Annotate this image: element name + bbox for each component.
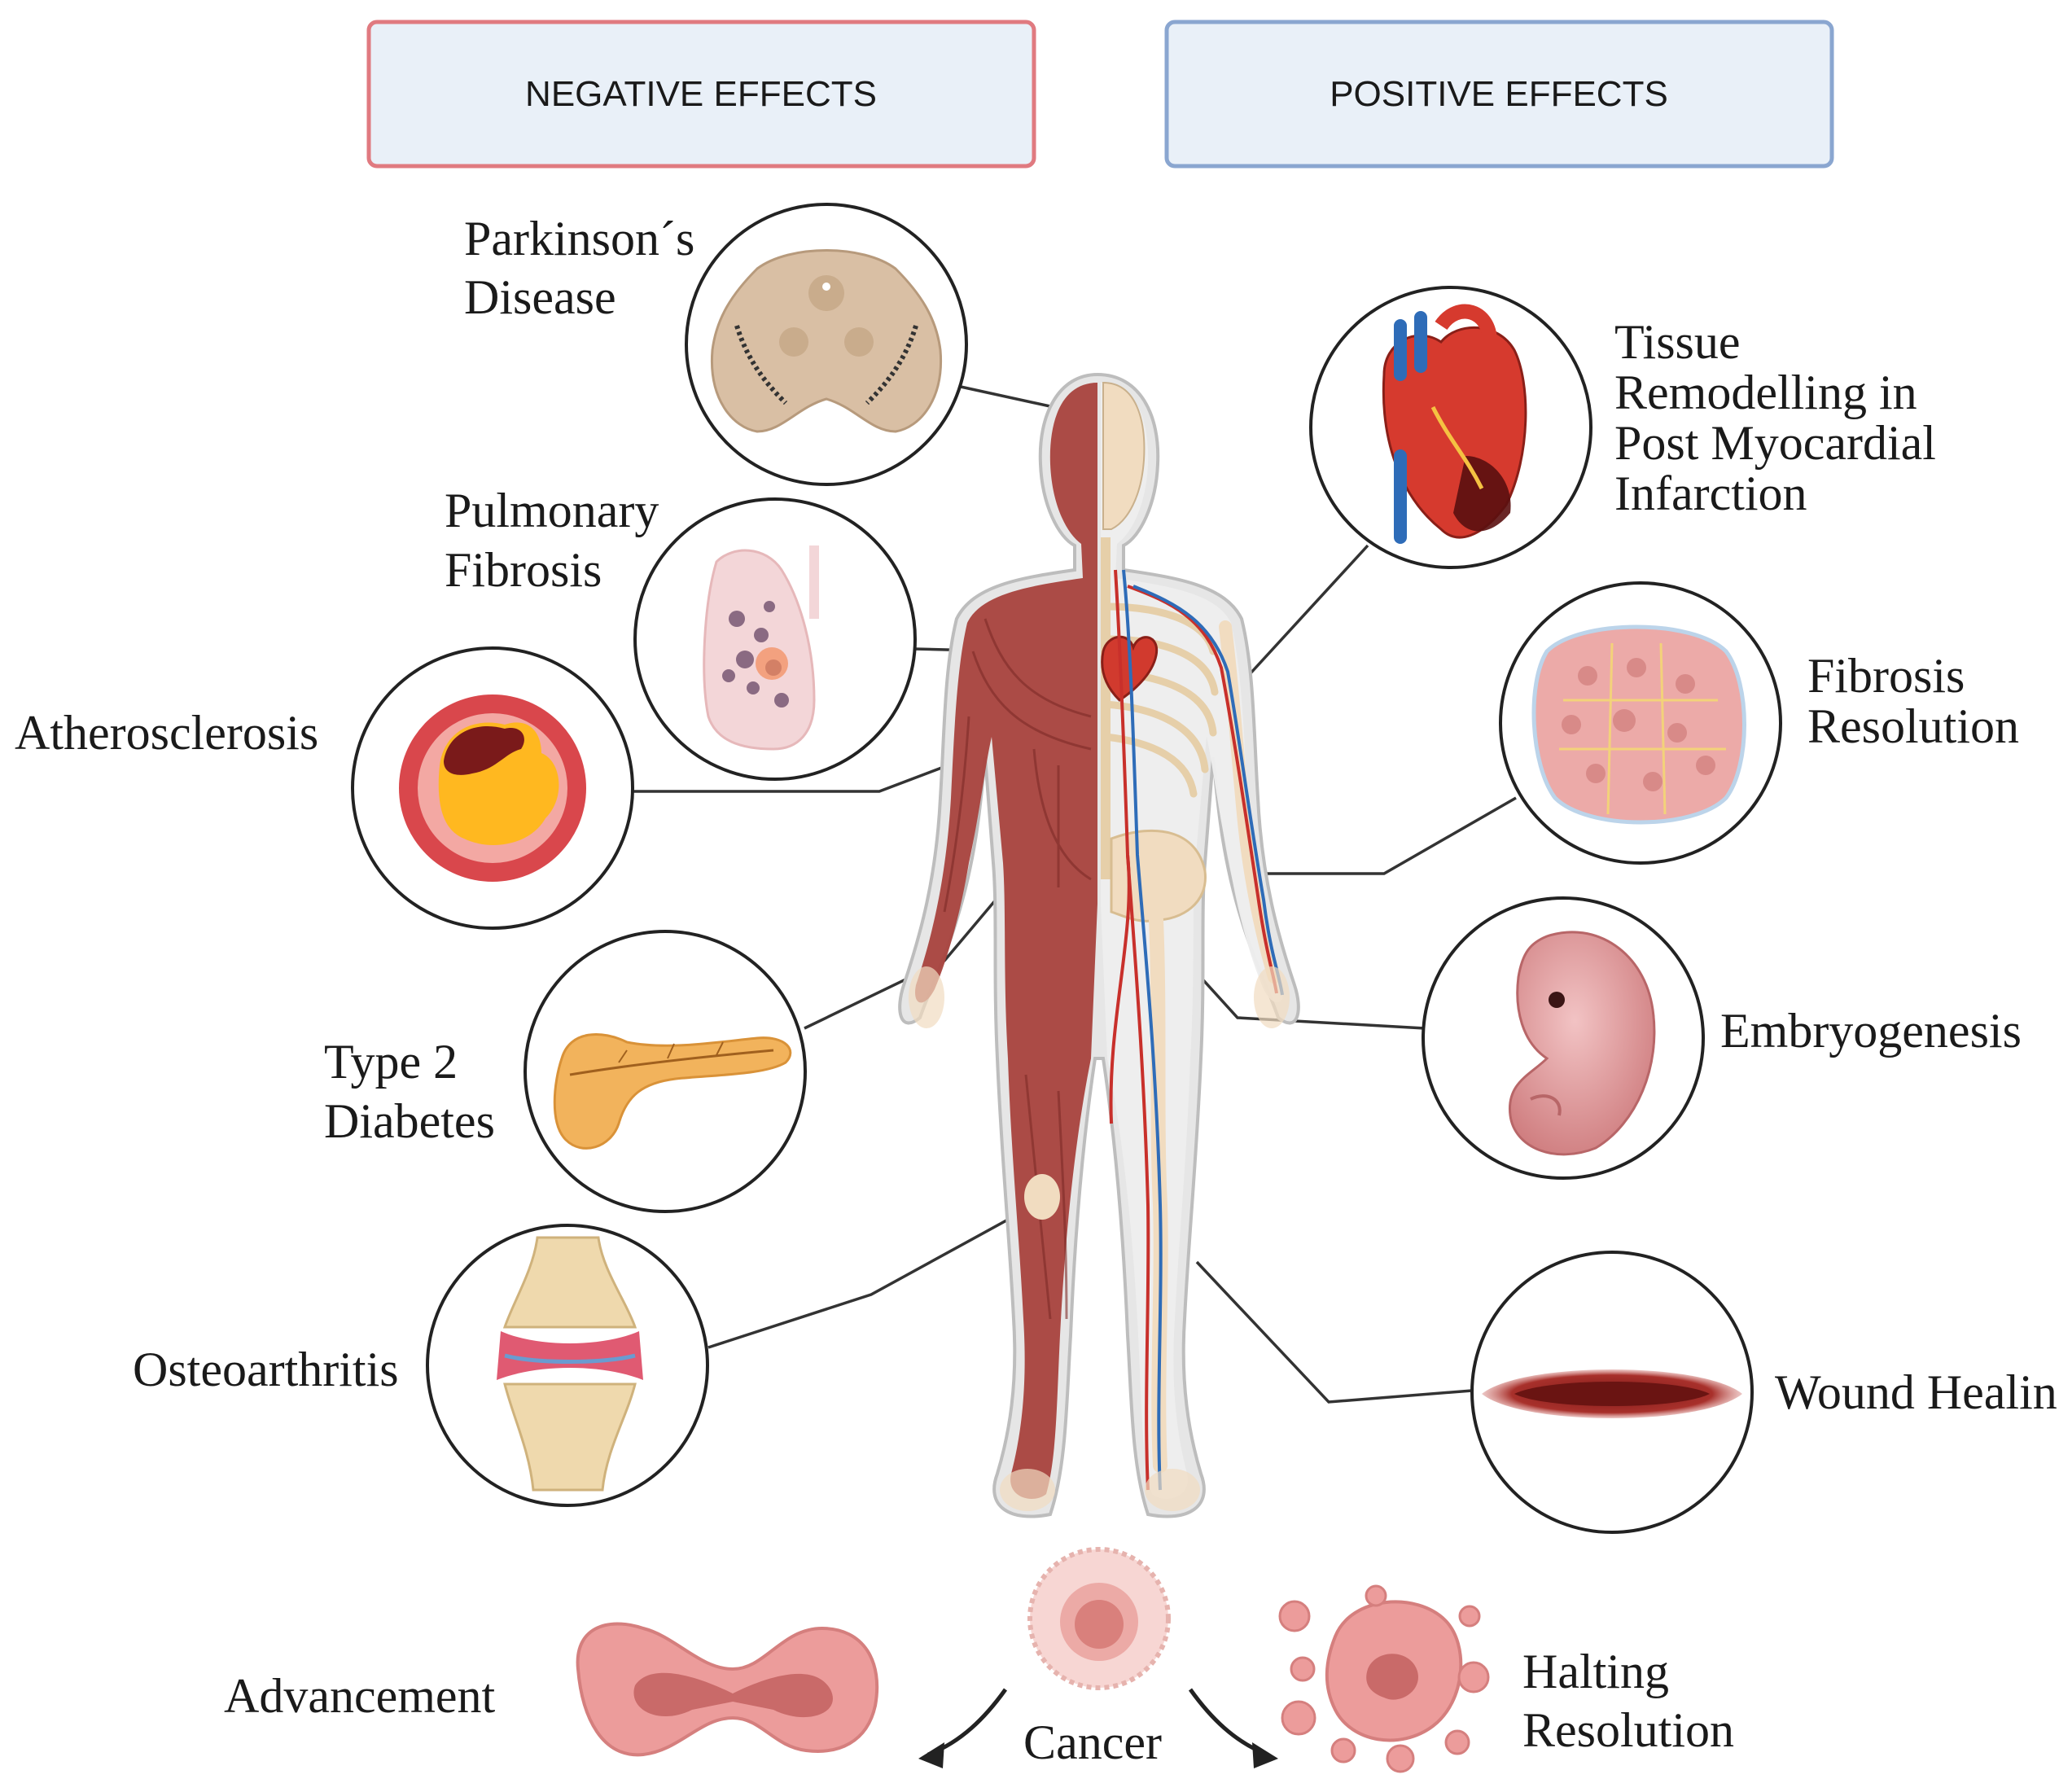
halting-label-line2: Resolution xyxy=(1522,1703,1734,1757)
wound-healing-label: Wound Healing xyxy=(1775,1365,2059,1419)
tissue-label-line1: Tissue xyxy=(1614,315,1741,369)
advancement-label: Advancement xyxy=(224,1669,496,1723)
pulmonary-label-line1: Pulmonary xyxy=(445,484,659,537)
halting-resolution-cell-icon xyxy=(1278,1584,1490,1773)
osteoarthritis-circle xyxy=(426,1224,709,1507)
tissue-remodelling-circle xyxy=(1309,286,1592,569)
diabetes-label-line1: Type 2 xyxy=(324,1035,458,1089)
halting-label-line1: Halting xyxy=(1522,1645,1669,1698)
atherosclerosis-circle xyxy=(351,646,634,930)
fibrosis-label-line1: Fibrosis xyxy=(1807,649,1965,703)
osteoarthritis-label: Osteoarthritis xyxy=(133,1343,399,1396)
tissue-label-line2: Remodelling in xyxy=(1614,366,1917,419)
positive-effects-header: POSITIVE EFFECTS xyxy=(1164,20,1834,169)
fibrosis-label-line2: Resolution xyxy=(1807,699,2019,753)
negative-effects-label: NEGATIVE EFFECTS xyxy=(525,74,877,114)
connector-wound xyxy=(1195,1260,1473,1404)
type2-diabetes-circle xyxy=(524,930,807,1213)
parkinsons-circle xyxy=(685,203,968,486)
pulmonary-label-line2: Fibrosis xyxy=(445,543,602,597)
embryogenesis-circle xyxy=(1422,896,1705,1180)
arrow-right-icon xyxy=(1188,1688,1278,1768)
tissue-label-line4: Infarction xyxy=(1614,467,1807,520)
connector-tissue xyxy=(1248,544,1369,676)
fibrosis-resolution-circle xyxy=(1499,581,1782,865)
connector-fibrosis xyxy=(1246,796,1517,875)
human-anatomy-figure xyxy=(898,372,1300,1518)
wound-healing-circle xyxy=(1470,1251,1754,1534)
negative-effects-header: NEGATIVE EFFECTS xyxy=(366,20,1036,169)
pulmonary-fibrosis-circle xyxy=(633,497,917,781)
tissue-label-line3: Post Myocardial xyxy=(1614,416,1936,470)
cancer-cell-icon xyxy=(1027,1547,1171,1690)
diabetes-label-line2: Diabetes xyxy=(324,1094,495,1148)
cancer-label: Cancer xyxy=(1023,1715,1162,1769)
arrow-left-icon xyxy=(918,1688,1008,1768)
parkinsons-label-line2: Disease xyxy=(464,270,616,324)
advancement-cell-icon xyxy=(576,1622,879,1757)
atherosclerosis-label: Atherosclerosis xyxy=(15,706,318,760)
positive-effects-label: POSITIVE EFFECTS xyxy=(1330,74,1668,114)
connector-osteoarthritis xyxy=(708,1199,1043,1349)
parkinsons-label-line1: Parkinson´s xyxy=(464,212,694,265)
embryogenesis-label: Embryogenesis xyxy=(1720,1004,2022,1058)
